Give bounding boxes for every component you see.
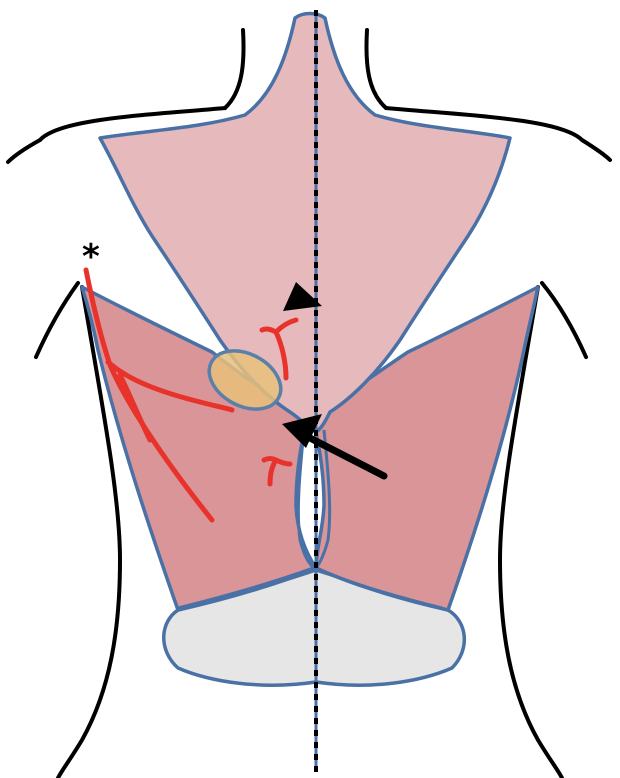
asterisk-label: * xyxy=(82,237,100,277)
neck-right-outline xyxy=(366,30,386,108)
arm-right-outline xyxy=(542,283,586,357)
neck-left-outline xyxy=(225,30,244,108)
arm-left-outline xyxy=(36,283,78,357)
